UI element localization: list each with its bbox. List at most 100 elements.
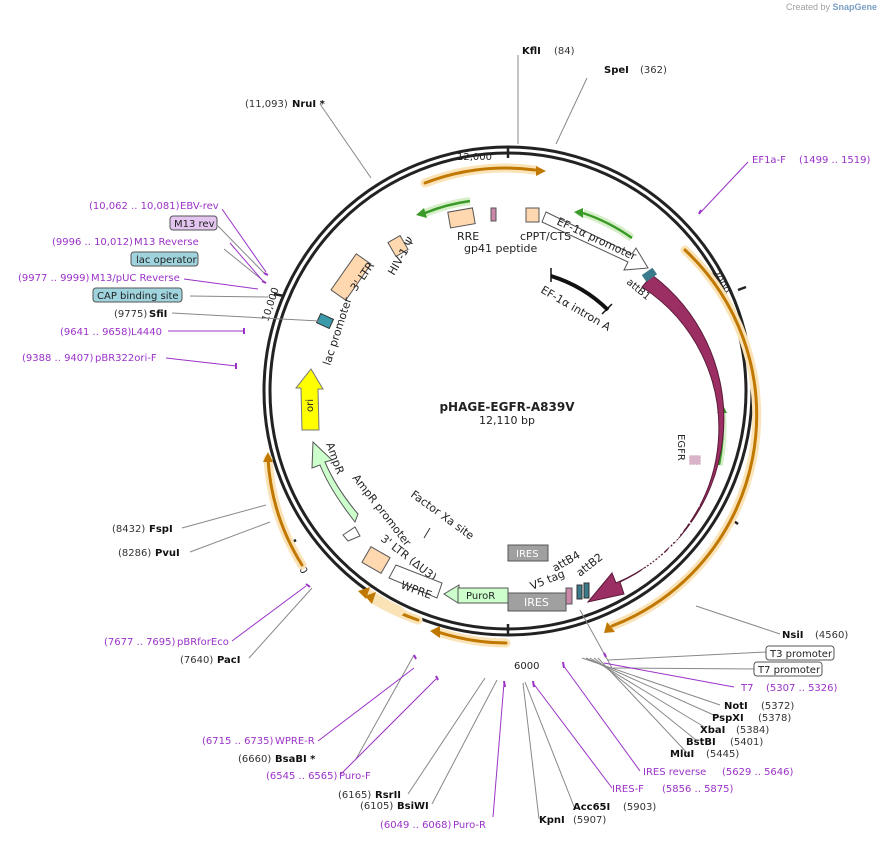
ampr-arrow [311,440,359,524]
site-pvui-name: PvuI [155,548,180,559]
primer-m13rev-name: M13 rev [174,219,215,230]
green-arc-top [424,199,471,215]
site-xbai-pos: (5384) [736,725,769,736]
primer-l4440-pos: (9641 .. 9658) [60,327,132,338]
primer-iresf-name: IRES-F [612,784,644,795]
backbone-outer [262,145,754,637]
site-bsabi-pos: (6660) [238,754,271,765]
site-pvui-pos: (8286) [118,548,151,559]
orange-arrowhead-right [604,622,615,633]
orange-arrowhead-top [536,166,546,176]
site-bsiwi-pos: (6105) [360,801,393,812]
plasmid-length: 12,110 bp [479,414,535,427]
orange-arc-top [423,166,537,185]
primer-t7-pos: (5307 .. 5326) [766,683,838,694]
egfr-hatch [688,454,702,466]
feature-cap-box [92,287,183,303]
feature-puror: PuroR [466,591,495,602]
ef1a-intron-cap2 [601,303,613,315]
primer-wprer-name: WPRE-R [275,736,315,747]
green-arrowhead-top2 [574,208,583,218]
primer-l4440-name: L4440 [131,327,162,338]
rre-box [447,207,476,229]
tick-6000-label: 6000 [514,661,539,672]
feature-extracellular: extracellular domain [659,317,714,429]
primer-m13rev-box [169,215,218,231]
attb4-box [565,587,573,605]
site-paci-name: PacI [217,655,240,666]
site-kfli-pos: (84) [554,46,575,57]
feature-egfr: EGFR [675,434,686,461]
site-kfli-name: KflI [522,46,541,57]
tick-12000-label: 12,000 [457,152,492,163]
primer-t7-name: T7 [740,683,753,694]
feature-cppt: cPPT/CTS [520,230,571,243]
plasmid-name: pHAGE-EGFR-A839V [439,400,575,414]
orange-arc-right [610,248,759,628]
site-mlui-pos: (5445) [706,749,739,760]
site-rsrii-name: RsrII [375,790,401,801]
primer-ebvrev-pos: (10,062 .. 10,081) [89,201,180,212]
egfr-arrow [586,274,725,603]
orange-arrowhead-left [263,452,273,462]
orange-arc-left [266,457,304,567]
site-fspi-pos: (8432) [112,524,145,535]
snapgene-logo: SnapGene [832,2,877,12]
site-paci-pos: (7640) [180,655,213,666]
primer-purof-pos: (6545 .. 6565) [266,771,338,782]
ltr3-du3-box [361,546,391,574]
ef1a-promoter-arrow [541,211,649,271]
tick-2000-mark [737,285,747,292]
green-arc-top2 [582,211,633,240]
snapgene-credit: Created by SnapGene [785,2,877,12]
feature-t3prom-box [765,645,835,661]
cppt-box [525,207,540,223]
site-pspxi-pos: (5378) [758,713,791,724]
site-acc65i-pos: (5903) [623,802,656,813]
feature-ires-outer: IRES [516,549,539,560]
hiv-psi-box [387,234,409,258]
site-mlui-name: MluI [670,749,694,760]
factorxa-leader [423,527,431,539]
ampr-promoter-arrow [342,526,361,542]
site-nsii-name: NsiI [782,630,803,641]
feature-rre: RRE [457,230,479,243]
site-nrui-pos: (11,093) [245,99,288,110]
ori-arrow [294,368,324,431]
feature-cap-name: CAP binding site [97,291,179,302]
primer-wprer-pos: (6715 .. 6735) [202,736,274,747]
attb1-box [641,267,658,282]
primer-ef1af-pos: (1499 .. 1519) [799,155,871,166]
primer-ef1af-name: EF1a-F [752,155,786,166]
feature-ori: ori [305,399,316,412]
feature-factorxa: Factor Xa site [408,488,476,543]
primer-m13reverse-name: M13 Reverse [134,237,199,248]
v5-box [583,582,590,599]
site-sfii-name: SfiI [149,309,167,320]
primer-pbrforeco-name: pBRforEco [177,637,229,648]
primer-iresrev-pos: (5629 .. 5646) [722,767,794,778]
site-bstbi-pos: (5401) [730,737,763,748]
primer-pbr322-pos: (9388 .. 9407) [22,353,94,364]
site-bstbi-name: BstBI [686,737,716,748]
feature-ires-inner: IRES [524,596,549,609]
lac-site-marks [315,312,335,330]
feature-t3prom-name: T3 promoter [769,649,833,660]
primer-pbrforeco-pos: (7677 .. 7695) [104,637,176,648]
attb2-box [576,584,583,600]
site-spei-pos: (362) [640,65,667,76]
site-xbai-name: XbaI [700,725,725,736]
primer-m13puc-name: M13/pUC Reverse [91,273,180,284]
ef1a-intron-arc [550,274,610,312]
site-nrui-name: NruI * [292,99,326,110]
tick-10000-mark [273,292,285,298]
site-noti-name: NotI [724,701,748,712]
primer-puror-name: Puro-R [453,820,486,831]
feature-lacop-box [130,251,199,267]
site-nsii-pos: (4560) [815,630,848,641]
orange-arrowhead-bottom [430,626,440,638]
site-acc65i-name: Acc65I [573,802,610,813]
site-spei-name: SpeI [604,65,629,76]
site-pspxi-name: PspXI [712,713,744,724]
site-kpni-pos: (5907) [573,815,606,826]
